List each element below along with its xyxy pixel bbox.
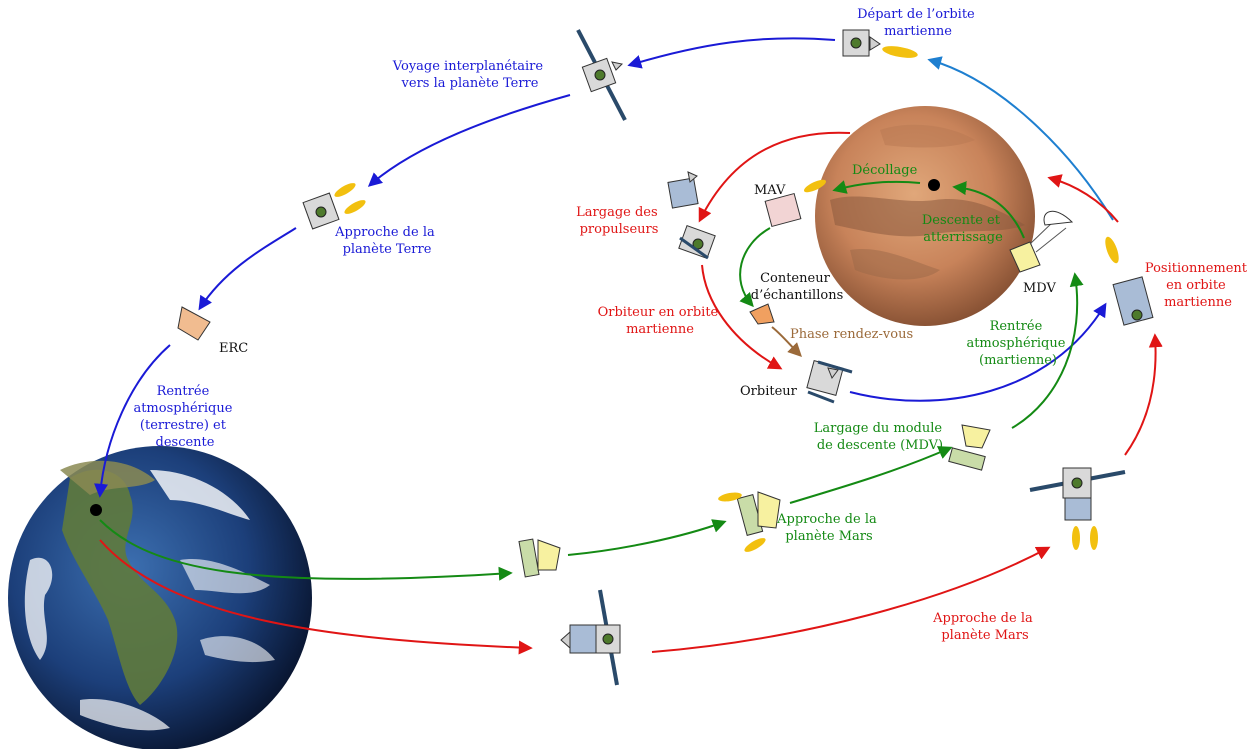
arrow-depart-to-voyage [627,37,836,69]
orbiter-mars-orbit [678,224,716,260]
orbiter-approach-mars [1029,467,1126,550]
label-positionnement: Positionnement en orbite martienne [1145,261,1251,310]
arrow-rendezvous [771,326,802,357]
mav-vehicle [764,179,827,228]
label-mav: MAV [754,183,786,198]
label-depart-orbite: Départ de l’orbite martienne [857,7,979,39]
arrow-cruise-lander-1 [567,519,727,556]
arrow-cruise-lander-2 [789,446,953,504]
arrow-container-release [739,227,771,308]
label-phase-rdv: Phase rendez-vous [790,327,913,342]
label-rentree-terrestre: Rentrée atmosphérique (terrestre) et des… [133,384,236,450]
erc-capsule [177,306,211,341]
arrow-mdv-entry [1011,272,1084,429]
label-largage-propulseurs: Largage des propulseurs [576,205,662,237]
arrow-orbit-entry-around-mars [1047,174,1119,223]
label-voyage: Voyage interplanétaire vers la planète T… [392,59,547,91]
arrow-approach-to-erc [198,227,297,311]
arrow-approach-to-orbit [1124,333,1163,456]
label-descente-atterrissage: Descente et atterrissage [922,213,1004,245]
sample-container [749,303,775,325]
orbiter-approach-earth [302,183,366,230]
orbiter-cruise-out [560,589,621,686]
orbiter-cruise-return [576,29,627,121]
orbiter-rendezvous [806,359,853,404]
label-conteneur: Conteneur d’échantillons [751,271,844,303]
arrow-orbiter-to-position [849,302,1107,402]
label-orbiteur: Orbiteur [740,384,798,399]
mars [815,106,1035,326]
arrow-takeoff [832,180,921,194]
orbiter-departing [842,29,918,58]
arrow-voyage-to-approach [367,94,571,187]
earth [8,446,312,749]
label-approche-mars-green: Approche de la planète Mars [776,512,881,544]
label-decollage: Décollage [852,163,918,178]
mdv-lander [1009,211,1074,273]
arrow-to-orbiter [701,264,783,370]
label-approche-terre: Approche de la planète Terre [334,225,439,257]
lander-cruise-1 [518,538,561,578]
orbiter-positioning [1105,236,1154,326]
label-orbiteur-orbite: Orbiteur en orbite martienne [598,305,723,337]
arrow-earth-to-lander-launch [99,519,513,581]
arrow-earth-to-orbiter-launch [99,539,533,655]
mdv-release [948,424,991,471]
lander-cruise-2 [718,491,781,552]
label-erc: ERC [219,341,248,356]
arrow-descent-landing [952,181,1025,239]
label-approche-mars-red: Approche de la planète Mars [932,611,1037,643]
propellers-jettison [667,171,699,209]
arrow-cruise-to-approach-mars [651,546,1051,653]
label-largage-module: Largage du module de descente (MDV) [814,421,946,453]
label-rentree-martienne: Rentrée atmosphérique (martienne) [966,319,1069,368]
label-mdv: MDV [1023,281,1057,296]
arrow-position-to-depart [927,56,1114,221]
arrow-jettison-propellers [698,131,851,223]
arrow-erc-to-earth [94,344,171,498]
